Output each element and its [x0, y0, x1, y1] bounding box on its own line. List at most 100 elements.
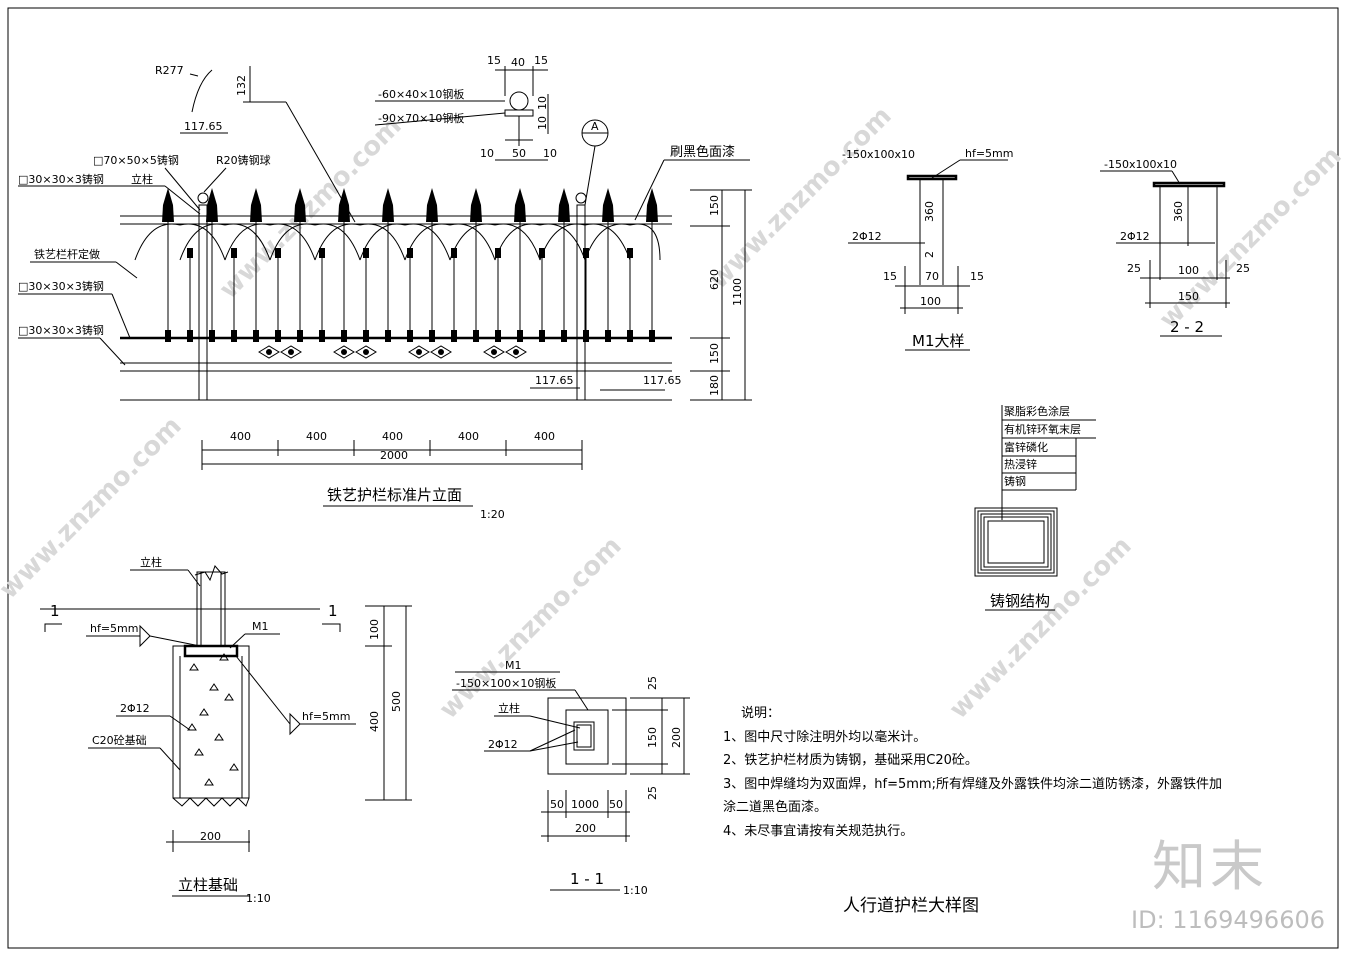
- span-400: 400: [458, 430, 479, 443]
- topdim-40: 40: [511, 56, 525, 69]
- s11-vdim-25: 25: [646, 786, 659, 800]
- s11-hdim-50: 50: [609, 798, 623, 811]
- concrete-block: [172, 645, 250, 799]
- m1-dim-15: 15: [883, 270, 897, 283]
- span-400: 400: [306, 430, 327, 443]
- coating-layer: 铸钢: [1004, 474, 1026, 488]
- topdim-15: 15: [534, 54, 548, 67]
- height-150-bottom: 150: [708, 343, 721, 364]
- section-1-1: M1 -150×100×10钢板 立柱 2Φ12 25 150 200 25 5…: [452, 659, 690, 897]
- s22-total: 150: [1178, 290, 1199, 303]
- bottomdim-10: 10: [543, 147, 557, 160]
- m1-height-360: 360: [923, 201, 936, 222]
- notes-block: 说明： 1、图中尺寸除注明外均以毫米计。 2、铁艺护栏材质为铸钢，基础采用C20…: [723, 702, 1333, 843]
- s22-dim-25: 25: [1236, 262, 1250, 275]
- foundation-post: 立柱: [140, 555, 162, 569]
- label-117-65-right: 117.65: [643, 374, 682, 387]
- label-post: 立柱: [131, 172, 153, 186]
- coating-layer: 富锌磷化: [1004, 440, 1048, 454]
- s11-vdim-200: 200: [670, 727, 683, 748]
- sheet-border: [7, 7, 1339, 949]
- plate-60: -60×40×10钢板: [378, 87, 464, 101]
- foundation-dim-400: 400: [368, 711, 381, 732]
- s22-bar: 2Φ12: [1120, 230, 1150, 243]
- s11-hdim-50: 50: [550, 798, 564, 811]
- s22-dim-100: 100: [1178, 264, 1199, 277]
- foundation-detail: 立柱 1 1 hf=5mm M1 2Φ12 C20砼基础 hf=5mm: [40, 555, 412, 905]
- height-150-top: 150: [708, 195, 721, 216]
- span-400: 400: [534, 430, 555, 443]
- label-tube-30-bottom: □30×30×3铸钢: [18, 323, 104, 337]
- weld-left: hf=5mm: [90, 622, 139, 635]
- section-2-2: -150x100x10 360 2Φ12 25 100 25 150 2 - 2: [1100, 158, 1250, 337]
- s11-plate: -150×100×10钢板: [456, 676, 556, 690]
- sidedim-10: 10: [536, 116, 549, 130]
- s22-dim-25: 25: [1127, 262, 1141, 275]
- s11-total: 200: [575, 822, 596, 835]
- note-item: 1、图中尺寸除注明外均以毫米计。: [723, 729, 927, 745]
- s22-plate: -150x100x10: [1104, 158, 1177, 171]
- watermark: www.znzmo.com: [704, 101, 898, 295]
- height-1100: 1100: [731, 278, 744, 306]
- callout-a: A: [591, 120, 599, 133]
- label-ball: R20铸钢球: [216, 153, 271, 167]
- foundation-concrete: C20砼基础: [92, 734, 147, 747]
- fence-elevation: [120, 188, 672, 401]
- watermark: www.znzmo.com: [1154, 141, 1345, 335]
- note-item: 2、铁艺护栏材质为铸钢，基础采用C20砼。: [723, 753, 978, 768]
- label-tube-30-top: □30×30×3铸钢: [18, 172, 104, 186]
- plate-90: -90×70×10钢板: [378, 111, 464, 125]
- label-117-65-top: 117.65: [184, 120, 223, 133]
- s11-scale: 1:10: [623, 884, 648, 897]
- label-117-65-bottom: 117.65: [535, 374, 574, 387]
- label-paint: 刷黑色面漆: [670, 144, 735, 160]
- s22-height-360: 360: [1172, 201, 1185, 222]
- label-rail: 铁艺栏杆定做: [34, 247, 100, 261]
- height-180: 180: [708, 375, 721, 396]
- label-132: 132: [235, 75, 248, 96]
- note-item: 涂二道黑色面漆。: [723, 800, 828, 815]
- span-400: 400: [230, 430, 251, 443]
- s11-post: 立柱: [498, 701, 520, 715]
- s11-vdim-150: 150: [646, 727, 659, 748]
- foundation-dim-500: 500: [390, 691, 403, 712]
- foundation-title: 立柱基础: [178, 876, 238, 894]
- sidedim-10: 10: [536, 96, 549, 110]
- elevation-title: 铁艺护栏标准片立面: [327, 486, 462, 504]
- m1-two: 2: [923, 251, 936, 258]
- s11-m1: M1: [505, 659, 522, 672]
- span-400: 400: [382, 430, 403, 443]
- coating-detail: 聚脂彩色涂层 有机锌环氧末层 富锌磷化 热浸锌 铸钢 铸钢结构: [974, 404, 1096, 611]
- drawing-title: 人行道护栏大样图: [843, 896, 979, 916]
- note-item: 3、图中焊缝均为双面焊，hf=5mm;所有焊缝及外露铁件均涂二道防锈漆，外露铁件…: [723, 776, 1222, 792]
- s11-title: 1 - 1: [570, 870, 604, 888]
- foundation-scale: 1:10: [246, 892, 271, 905]
- weld-right: hf=5mm: [302, 710, 351, 723]
- cut-1-left: 1: [50, 602, 60, 620]
- s22-title: 2 - 2: [1170, 318, 1204, 336]
- s11-bar: 2Φ12: [488, 738, 518, 751]
- elevation-scale: 1:20: [480, 508, 505, 521]
- watermark-layer: www.znzmo.com www.znzmo.com www.znzmo.co…: [0, 101, 1345, 725]
- m1-dim-15: 15: [970, 270, 984, 283]
- foundation-dim-100: 100: [368, 619, 381, 640]
- foundation-bar: 2Φ12: [120, 702, 150, 715]
- watermark: www.znzmo.com: [944, 531, 1138, 725]
- cut-1-right: 1: [328, 602, 338, 620]
- note-item: 4、未尽事宜请按有关规范执行。: [723, 823, 914, 839]
- brand-id: ID: 1169496606: [1131, 906, 1325, 934]
- m1-total: 100: [920, 295, 941, 308]
- foundation-m1: M1: [252, 620, 269, 633]
- m1-plate: -150x100x10: [842, 148, 915, 161]
- coating-title: 铸钢结构: [990, 592, 1050, 610]
- bottomdim-10: 10: [480, 147, 494, 160]
- m1-title: M1大样: [912, 332, 965, 350]
- height-620: 620: [708, 269, 721, 290]
- m1-detail: -150x100x10 hf=5mm 360 2 2Φ12 15 70 15 1…: [842, 147, 1014, 351]
- notes-heading: 说明：: [741, 706, 781, 721]
- m1-dim-70: 70: [925, 270, 939, 283]
- m1-weld: hf=5mm: [965, 147, 1014, 160]
- watermark: www.znzmo.com: [0, 411, 188, 605]
- label-r277: R277: [155, 64, 184, 77]
